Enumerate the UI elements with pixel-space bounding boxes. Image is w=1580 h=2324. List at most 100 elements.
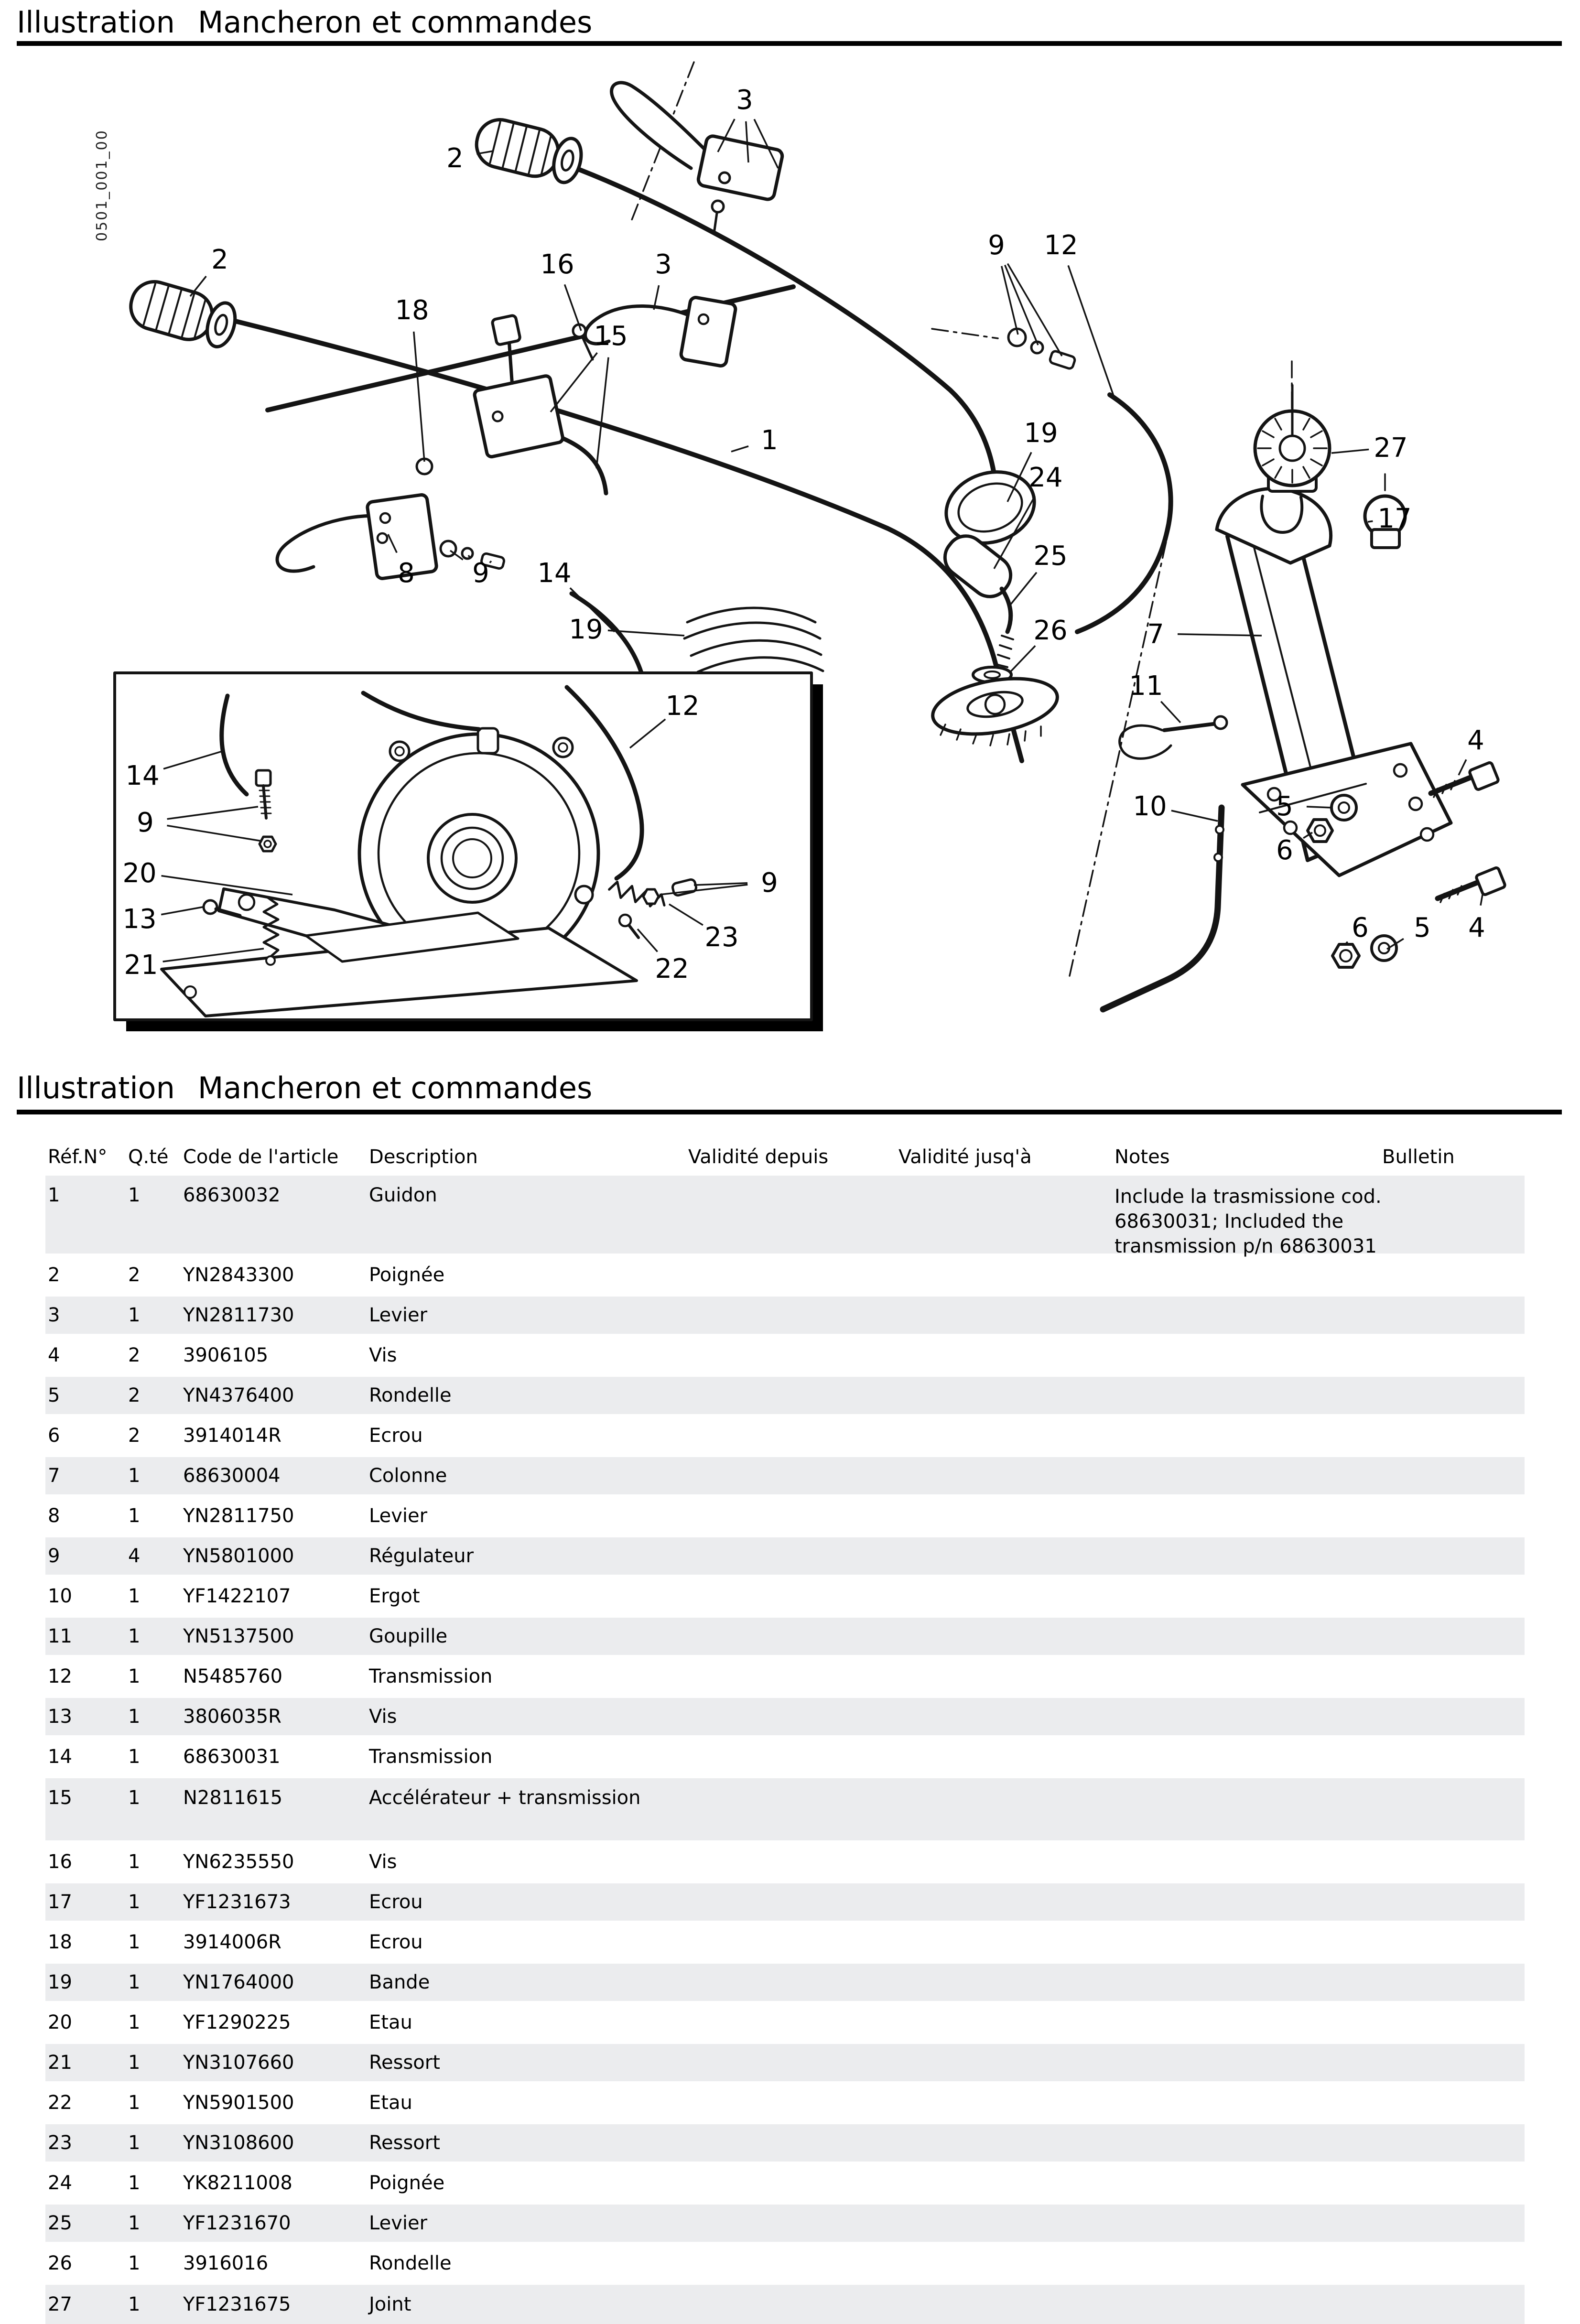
- cell-qty: 1: [128, 2092, 141, 2114]
- callout-2: 2: [211, 244, 228, 275]
- cell-ref: 9: [48, 1545, 60, 1567]
- cell-qty: 1: [128, 1625, 141, 1647]
- cell-desc: Goupille: [369, 1625, 448, 1647]
- leader-line: [1001, 266, 1019, 335]
- callout-2: 2: [446, 143, 464, 174]
- leader-line: [1008, 645, 1036, 674]
- cell-qty: 1: [128, 1851, 141, 1873]
- cell-qty: 2: [128, 1264, 141, 1286]
- screw-13: [202, 899, 218, 915]
- cell-qty: 2: [128, 1384, 141, 1406]
- cell-code: 3914014R: [183, 1425, 281, 1447]
- callout-16: 16: [540, 249, 574, 280]
- leader-line: [161, 875, 293, 896]
- cell-desc: Etau: [369, 2011, 412, 2033]
- leader-line: [1367, 520, 1373, 523]
- callout-14: 14: [537, 558, 571, 589]
- callout-4: 4: [1468, 912, 1485, 943]
- inset-shadow-bottom: [126, 1020, 823, 1031]
- cell-ref: 10: [48, 1585, 72, 1607]
- callout-6: 6: [1276, 835, 1293, 866]
- cell-qty: 1: [128, 1465, 141, 1487]
- lever-8: [275, 493, 438, 580]
- grip-upper: [475, 118, 583, 184]
- cell-ref: 17: [48, 1891, 72, 1913]
- callout-15: 15: [594, 321, 628, 352]
- callout-3: 3: [655, 249, 672, 280]
- cell-ref: 4: [48, 1344, 60, 1366]
- callout-4: 4: [1467, 725, 1484, 756]
- callout-17: 17: [1377, 503, 1411, 534]
- cell-ref: 5: [48, 1384, 60, 1406]
- leader-line: [745, 121, 749, 163]
- cell-code: YF1422107: [183, 1585, 291, 1607]
- cell-code: YN4376400: [183, 1384, 294, 1406]
- callout-27: 27: [1374, 432, 1407, 464]
- cell-ref: 1: [48, 1184, 60, 1206]
- leader-line: [1480, 894, 1483, 906]
- cell-ref: 25: [48, 2212, 72, 2234]
- section-title-label: Illustration: [17, 1070, 175, 1105]
- leg-10: [1100, 804, 1225, 1013]
- cell-code: YF1231675: [183, 2293, 291, 2315]
- cell-desc: Régulateur: [369, 1545, 474, 1567]
- leader-line: [1006, 263, 1063, 357]
- cell-desc: Levier: [369, 1304, 428, 1326]
- callout-25: 25: [1033, 540, 1067, 572]
- cell-ref: 20: [48, 2011, 72, 2033]
- leader-line: [993, 496, 1036, 569]
- cell-desc: Rondelle: [369, 1384, 452, 1406]
- section-title-name: Mancheron et commandes: [197, 1070, 593, 1105]
- leader-line: [1008, 572, 1038, 607]
- cell-qty: 1: [128, 1787, 141, 1809]
- leader-line: [467, 554, 471, 559]
- column-header: Q.té: [128, 1146, 169, 1168]
- cell-code: N2811615: [183, 1787, 283, 1809]
- cell-ref: 2: [48, 1264, 60, 1286]
- cell-desc: Vis: [369, 1706, 397, 1728]
- cell-code: 68630004: [183, 1465, 281, 1487]
- callout-5: 5: [1414, 912, 1431, 943]
- callout-14: 14: [125, 760, 159, 791]
- leader-line: [731, 445, 749, 453]
- cell-qty: 1: [128, 1665, 141, 1687]
- leader-line: [1006, 452, 1032, 502]
- cell-code: 3906105: [183, 1344, 269, 1366]
- page-title-label: Illustration: [17, 5, 175, 40]
- inset-shadow-right: [812, 684, 823, 1030]
- column-header: Code de l'article: [183, 1146, 339, 1168]
- cell-desc: Poignée: [369, 2172, 445, 2194]
- leader-line: [753, 119, 779, 169]
- leader-line: [1386, 938, 1404, 950]
- cell-ref: 24: [48, 2172, 72, 2194]
- bolt-22: [618, 913, 632, 928]
- callout-22: 22: [655, 953, 689, 984]
- cell-code: 3914006R: [183, 1931, 281, 1953]
- cell-qty: 1: [128, 1931, 141, 1953]
- leader-line: [167, 824, 262, 842]
- cell-code: 3806035R: [183, 1706, 281, 1728]
- cell-desc: Ressort: [369, 2132, 440, 2154]
- cell-ref: 8: [48, 1505, 60, 1527]
- leader-line: [1177, 633, 1262, 637]
- callout-9: 9: [137, 807, 154, 838]
- cable-12: [564, 685, 644, 881]
- cell-code: N5485760: [183, 1665, 283, 1687]
- cell-desc: Vis: [369, 1851, 397, 1873]
